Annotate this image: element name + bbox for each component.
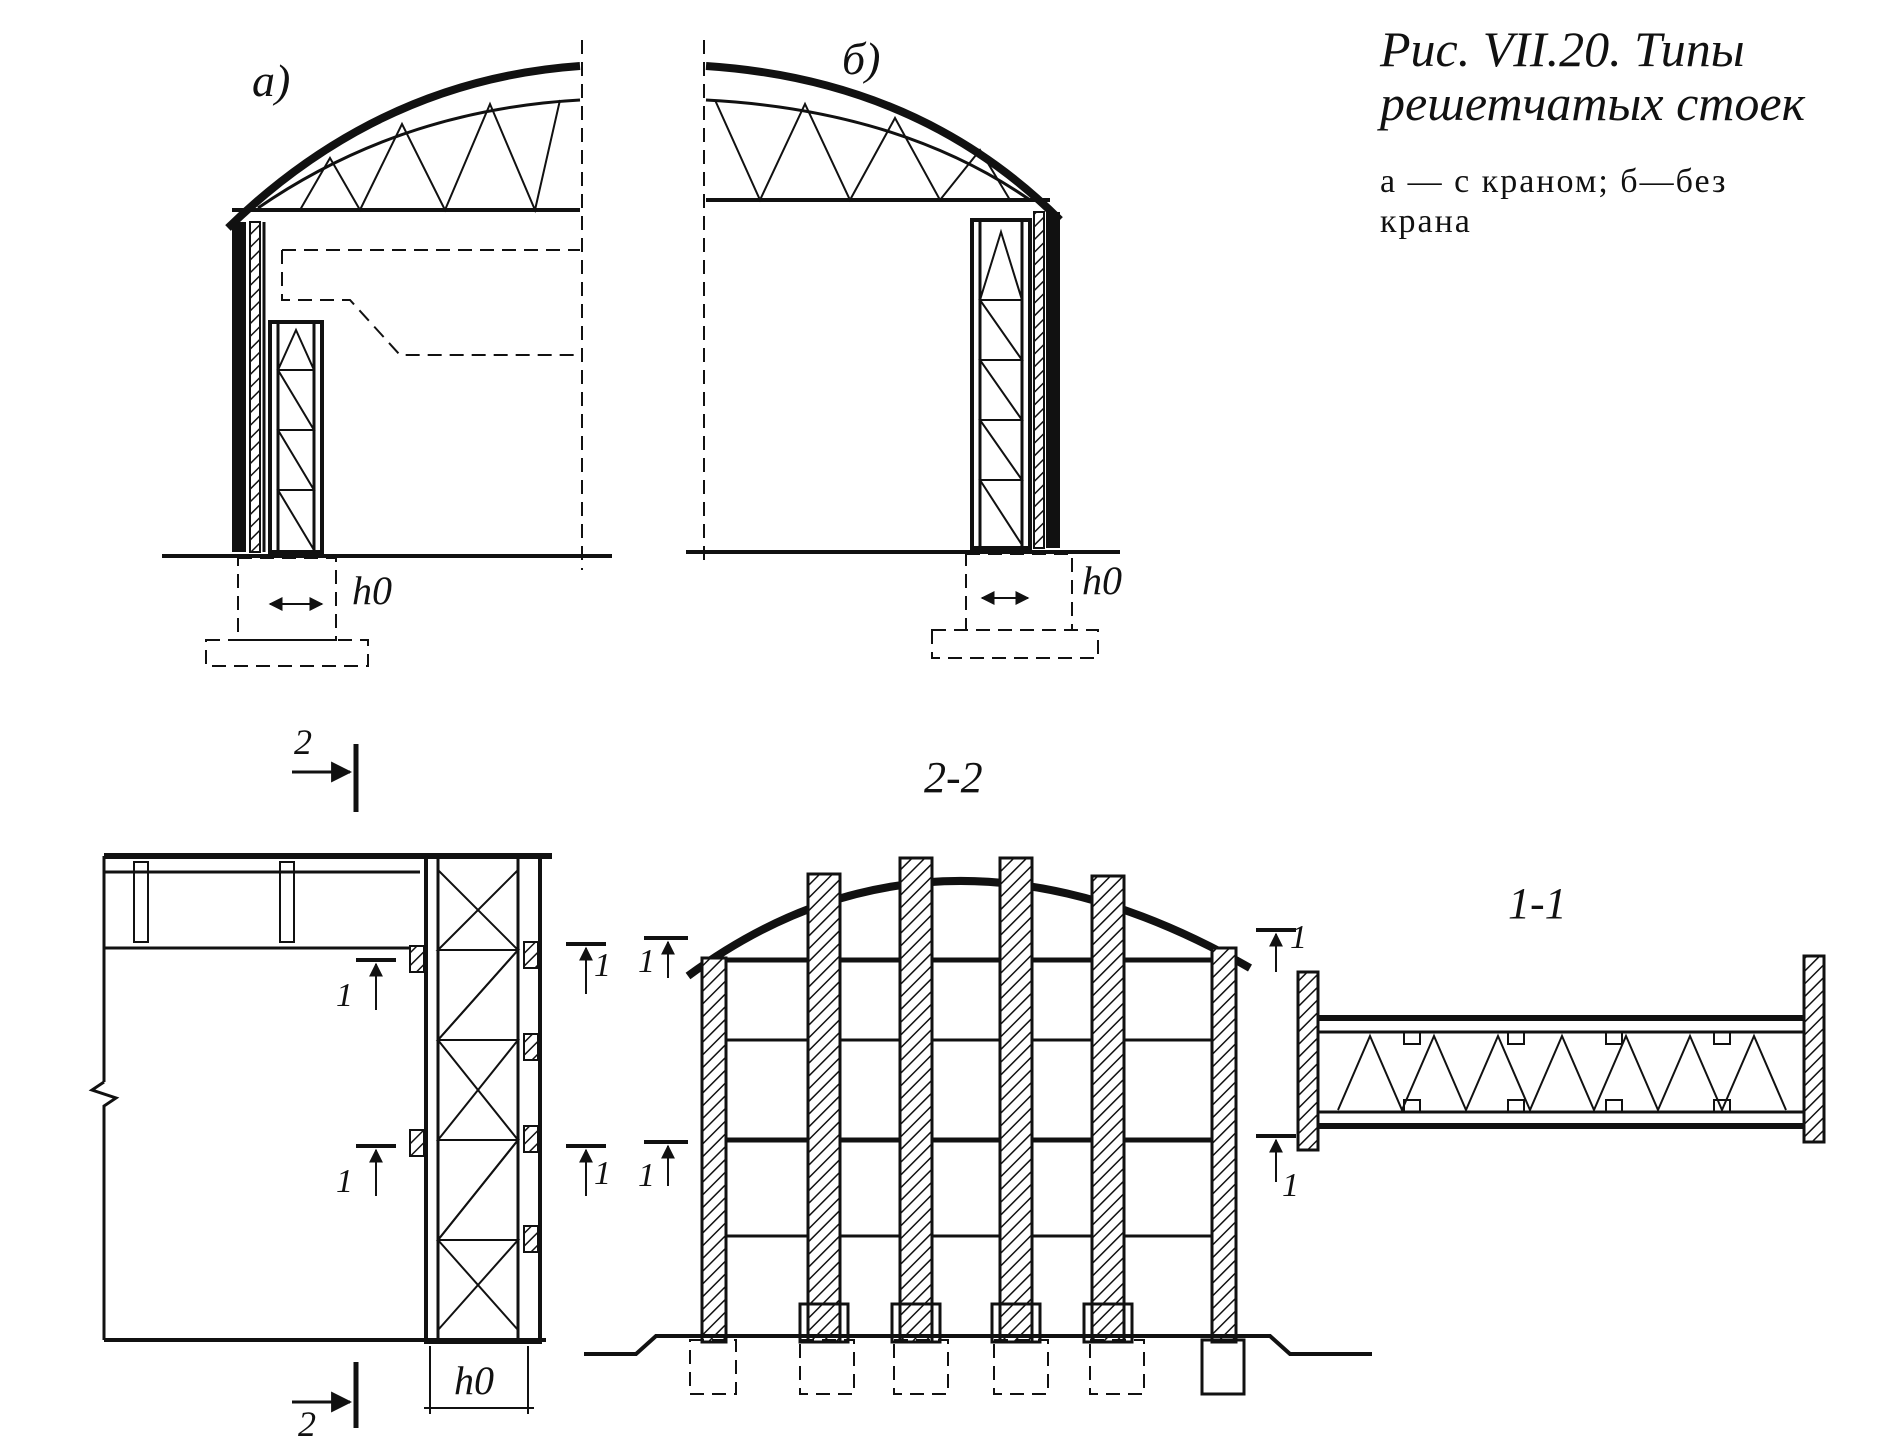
section-1-mark: 1 [638,1157,655,1194]
view-b-without-crane: б) h0 [686,33,1122,659]
arch-roof [685,877,1252,980]
view-a-label: а) [252,55,290,106]
lattice-column [898,856,934,1344]
lattice-column [1090,874,1126,1344]
section-2-mark-top: 2 [294,722,312,762]
wall [1296,970,1320,1152]
lattice-column [268,320,324,554]
caption-legend-line2: крана [1380,203,1472,240]
view-b-label: б) [842,33,880,84]
arch-roof [225,62,581,231]
section-1-mark: 1 [638,943,655,980]
wall [232,222,246,552]
section-2-2-view: 2-2 1 1 1 [584,753,1372,1396]
foundation [205,639,369,667]
section-1-1-label: 1-1 [1508,879,1567,928]
arch-roof [705,62,1063,223]
caption-title-line2: решетчатых стоек [1377,75,1806,131]
lattice-column [970,218,1032,550]
break-line [88,1080,120,1340]
figure-caption: Рис. VII.20. Типы решетчатых стоек а — с… [1377,21,1806,240]
section-1-mark: 1 [336,977,353,1014]
end-wall [1210,946,1238,1344]
end-wall [700,956,728,1344]
h0-mark: h0 [352,568,392,613]
section-1-mark: 1 [594,947,611,984]
h0-mark: h0 [1082,558,1122,603]
side-elevation: 2 1 1 1 1 [88,722,611,1442]
section-1-1-view: 1-1 [1296,879,1826,1152]
truss-web [299,99,561,214]
view-a-with-crane: а) h0 [162,40,612,667]
lattice-column [806,872,842,1344]
lattice-web [1337,1033,1787,1113]
section-2-mark-bottom: 2 [298,1404,316,1442]
truss-web [714,99,1011,203]
h0-mark: h0 [454,1358,494,1403]
lattice-column [998,856,1034,1344]
section-2-2-label: 2-2 [924,753,983,802]
wall [1046,212,1060,548]
section-1-mark: 1 [1290,919,1307,956]
caption-title-line1: Рис. VII.20. Типы [1379,21,1745,77]
ground-line [584,1334,1372,1356]
foundation [931,629,1099,659]
section-1-mark: 1 [594,1155,611,1192]
wall [1802,954,1826,1144]
crane-outline [281,250,580,356]
caption-legend-line1: а — с краном; б—без [1380,163,1727,200]
lattice-column [424,854,542,1344]
section-1-mark: 1 [336,1163,353,1200]
section-1-mark: 1 [1282,1167,1299,1204]
